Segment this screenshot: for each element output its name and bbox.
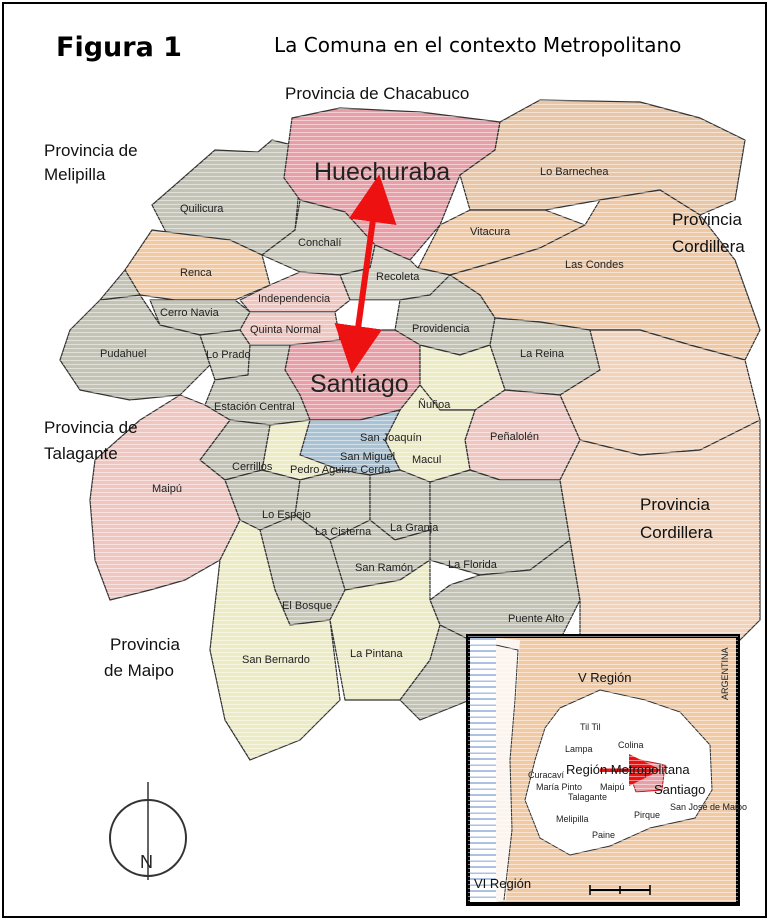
province-cordillera-top-line2: Cordillera xyxy=(672,237,745,256)
label-pudahuel: Pudahuel xyxy=(100,348,147,360)
label-san-miguel: San Miguel xyxy=(340,451,395,463)
hatch-overlay xyxy=(60,100,760,760)
province-talagante-line2: Talagante xyxy=(44,444,118,463)
province-melipilla-line1: Provincia de xyxy=(44,141,138,160)
inset-town-lampa: Lampa xyxy=(565,744,593,754)
label-conchali: Conchalí xyxy=(298,237,341,249)
label-lo-barnechea: Lo Barnechea xyxy=(540,166,609,178)
province-cordillera-bottom-line2: Cordillera xyxy=(640,523,713,542)
label-recoleta: Recoleta xyxy=(376,271,420,283)
label-la-reina: La Reina xyxy=(520,348,565,360)
label-la-florida: La Florida xyxy=(448,559,498,571)
label-cerrillos: Cerrillos xyxy=(232,461,273,473)
label-el-bosque: El Bosque xyxy=(282,600,332,612)
inset-town-san-jose-de-maipo: San José de Maipo xyxy=(670,802,747,812)
figure-label: Figura 1 xyxy=(56,32,182,63)
label-huechuraba: Huechuraba xyxy=(314,158,450,186)
province-cordillera-top-line1: Provincia xyxy=(672,210,742,229)
inset-town-tiltil: Til Til xyxy=(580,722,601,732)
label-la-pintana: La Pintana xyxy=(350,648,403,660)
inset-label-v-region: V Región xyxy=(578,670,631,685)
province-chacabuco: Provincia de Chacabuco xyxy=(285,84,469,103)
label-puente-alto: Puente Alto xyxy=(508,613,564,625)
label-penalolen: Peñalolén xyxy=(490,431,539,443)
inset-town-maria-pinto: María Pinto xyxy=(536,782,582,792)
province-maipo-line1: Provincia xyxy=(110,635,180,654)
label-santiago: Santiago xyxy=(310,370,409,398)
label-estacion-central: Estación Central xyxy=(214,401,295,413)
label-quinta-normal: Quinta Normal xyxy=(250,324,321,336)
north-arrow-icon: N xyxy=(109,782,187,880)
label-la-cisterna: La Cisterna xyxy=(315,526,372,538)
inset-town-maipu: Maipú xyxy=(600,782,625,792)
label-lo-prado: Lo Prado xyxy=(206,349,251,361)
inset-label-vi-region: VI Región xyxy=(474,876,531,891)
inset-town-pirque: Pirque xyxy=(634,810,660,820)
north-label: N xyxy=(140,852,153,872)
label-renca: Renca xyxy=(180,267,213,279)
label-providencia: Providencia xyxy=(412,323,470,335)
inset-town-melipilla: Melipilla xyxy=(556,814,589,824)
inset-town-curacavi: Curacaví xyxy=(528,770,565,780)
label-lo-espejo: Lo Espejo xyxy=(262,509,311,521)
label-la-granja: La Granja xyxy=(390,522,439,534)
label-nunoa: Ñuñoa xyxy=(418,398,451,411)
figure-subtitle: La Comuna en el contexto Metropolitano xyxy=(274,33,682,57)
label-vitacura: Vitacura xyxy=(470,226,511,238)
province-melipilla-line2: Melipilla xyxy=(44,165,106,184)
label-san-bernardo: San Bernardo xyxy=(242,654,310,666)
inset-town-colina: Colina xyxy=(618,740,644,750)
label-cerro-navia: Cerro Navia xyxy=(160,307,220,319)
inset-town-talagante: Talagante xyxy=(568,792,607,802)
label-independencia: Independencia xyxy=(258,293,331,305)
inset-town-paine: Paine xyxy=(592,830,615,840)
province-maipo-line2: de Maipo xyxy=(104,661,174,680)
inset-map xyxy=(466,634,740,906)
label-san-joaquin: San Joaquín xyxy=(360,432,422,444)
label-san-ramon: San Ramón xyxy=(355,562,413,574)
label-las-condes: Las Condes xyxy=(565,259,624,271)
label-maipu: Maipú xyxy=(152,483,182,495)
label-pedro-aguirre-cerda: Pedro Aguirre Cerda xyxy=(290,464,391,476)
inset-label-region-metropolitana: Región Metropolitana xyxy=(566,762,690,777)
inset-label-argentina: ARGENTINA xyxy=(720,647,730,700)
label-macul: Macul xyxy=(412,454,441,466)
label-quilicura: Quilicura xyxy=(180,203,224,215)
inset-label-santiago: Santiago xyxy=(654,782,705,797)
province-cordillera-bottom-line1: Provincia xyxy=(640,495,710,514)
connection-arrow xyxy=(334,174,397,374)
province-talagante-line1: Provincia de xyxy=(44,418,138,437)
